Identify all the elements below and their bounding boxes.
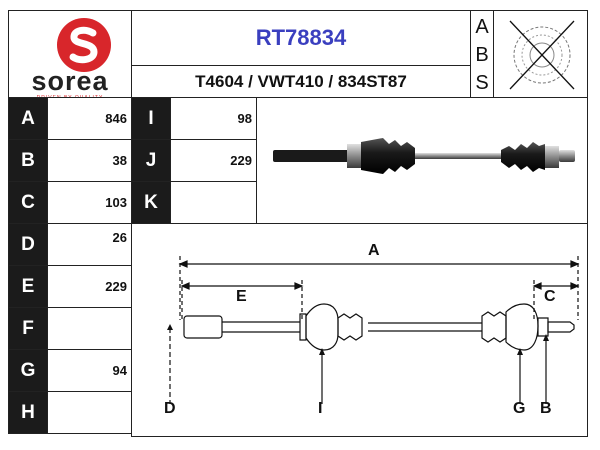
dim-value-j: 229 (170, 139, 257, 182)
diagram-label-g: G (513, 400, 526, 417)
photo-cell (256, 97, 588, 224)
part-number-cell: RT78834 (131, 10, 471, 66)
brand-name: sorea (31, 66, 109, 96)
dim-value-b: 38 (47, 139, 132, 182)
dim-label-f: F (8, 307, 48, 350)
dim-label-h: H (8, 391, 48, 434)
dim-label-d: D (8, 223, 48, 266)
dim-label-g: G (8, 349, 48, 392)
dim-value-e: 229 (47, 265, 132, 308)
abs-letter-s: S (475, 71, 489, 94)
diagram-label-d: D (164, 400, 176, 417)
driveshaft-diagram-icon (167, 256, 580, 404)
diagram-cell: A E C D I G B (131, 223, 588, 437)
dim-value-k (170, 181, 257, 224)
dimension-table-right: I 98 J 229 K (131, 97, 257, 227)
driveshaft-photo-icon (273, 138, 575, 174)
logo-cell: sorea DRIVEN BY QUALITY (8, 10, 132, 101)
dim-value-c: 103 (47, 181, 132, 224)
sorea-logo-icon (57, 18, 111, 72)
dim-value-i: 98 (170, 97, 257, 140)
part-number: RT78834 (255, 25, 347, 50)
dim-value-a: 846 (47, 97, 132, 140)
dim-value-h (47, 391, 132, 434)
dim-label-c: C (8, 181, 48, 224)
dim-value-d: 26 (47, 223, 132, 266)
dim-label-e: E (8, 265, 48, 308)
dim-value-g: 94 (47, 349, 132, 392)
abs-letter-b: B (475, 43, 489, 66)
dim-label-j: J (131, 139, 171, 182)
dim-label-i: I (131, 97, 171, 140)
dimension-table-left: A 846 B 38 C 103 D 26 E 229 F G 94 H (8, 97, 132, 437)
diagram-label-b: B (540, 400, 552, 417)
dim-value-f (47, 307, 132, 350)
abs-letter-a: A (475, 15, 489, 38)
diagram-label-a: A (368, 242, 380, 259)
dim-label-b: B (8, 139, 48, 182)
abs-column: A B S (470, 10, 494, 98)
diagram-label-e: E (236, 288, 247, 305)
references-cell: T4604 / VWT410 / 834ST87 (131, 65, 471, 98)
diagram-label-c: C (544, 288, 556, 305)
abs-icon-cell (493, 10, 588, 98)
abs-ring-icon (509, 20, 575, 90)
references: T4604 / VWT410 / 834ST87 (195, 71, 407, 91)
dim-label-a: A (8, 97, 48, 140)
dim-label-k: K (131, 181, 171, 224)
diagram-label-i: I (318, 400, 323, 417)
